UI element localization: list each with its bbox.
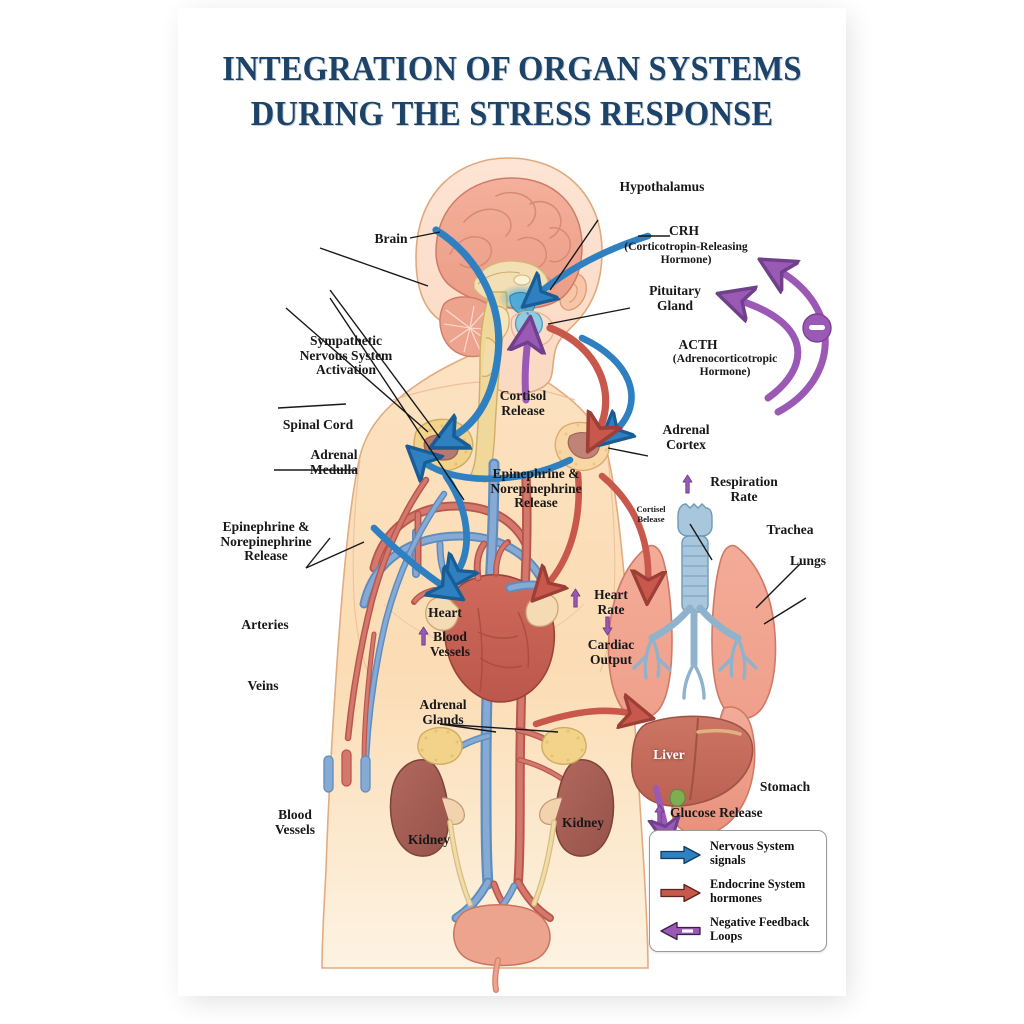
label-epinephrine-center: Epinephrine & Norepinephrine Release: [490, 466, 582, 510]
up-arrow-respiration-rate-icon: [682, 474, 693, 494]
arrow-crh-to-hypothalamus: [538, 232, 652, 294]
arrow-cortisol-to-liver: [532, 711, 634, 724]
label-spinal-cord: Spinal Cord: [282, 417, 354, 432]
label-crh-full: (Corticotropin-Releasing Hormone): [624, 240, 748, 266]
legend-item-feedback: Negative Feedback Loops: [660, 915, 820, 951]
legend: Nervous System signals Endocrine System …: [649, 830, 827, 952]
legend-item-endocrine: Endocrine System hormones: [660, 877, 820, 913]
up-arrow-heart-rate-icon: [570, 588, 581, 608]
title-line-1: INTEGRATION OF ORGAN SYSTEMS: [222, 49, 802, 88]
arrow-right-red-icon: [660, 883, 701, 903]
arrow-left-purple-icon: [660, 921, 701, 941]
label-blood-vessels-left: Blood Vessels: [274, 807, 315, 837]
arrow-vessels-to-heart: [370, 524, 446, 588]
legend-label-nervous: Nervous System signals: [710, 839, 795, 867]
label-adrenal-glands: Adrenal Glands: [419, 697, 467, 727]
label-trachea: Trachea: [766, 522, 814, 537]
label-hypothalamus: Hypothalamus: [619, 179, 705, 194]
kidneys-and-adrenals: [389, 727, 615, 907]
label-acth: ACTH: [678, 337, 718, 352]
lungs-and-trachea: [607, 503, 777, 720]
page-title: INTEGRATION OF ORGAN SYSTEMS DURING THE …: [201, 46, 822, 136]
arrow-adrenal-crossover: [422, 460, 574, 479]
arrow-cortisol-release-up: [525, 338, 528, 404]
label-crh: CRH: [669, 223, 699, 238]
anatomy-illustration: [274, 157, 832, 993]
title-line-2: DURING THE STRESS RESPONSE: [250, 94, 774, 133]
label-cardiac-output: Cardiac Output: [587, 637, 635, 667]
up-arrow-glucose-release-icon: [654, 804, 665, 824]
arrow-feedback-to-pituitary: [738, 300, 802, 402]
arrow-cortisol-to-heart: [546, 470, 582, 586]
label-stomach: Stomach: [759, 779, 811, 794]
label-blood-vessels-heart: Blood Vessels: [429, 629, 470, 659]
arm-vessels: [323, 476, 448, 793]
label-heart: Heart: [428, 605, 462, 620]
label-liver: Liver: [653, 747, 685, 762]
label-arteries: Arteries: [241, 617, 289, 632]
liver-and-stomach: [631, 706, 756, 836]
negative-feedback-badge: [802, 313, 832, 343]
label-brain: Brain: [374, 231, 408, 246]
arrow-right-blue-icon: [660, 845, 701, 865]
label-kidney-left: Kidney: [407, 832, 450, 847]
legend-label-feedback: Negative Feedback Loops: [710, 915, 810, 943]
up-arrow-blood-vessels-icon: [418, 626, 429, 646]
label-respiration-rate: Respiration Rate: [710, 474, 778, 504]
label-glucose-release: Glucose Release: [670, 805, 763, 820]
label-cortisol-release-small: Cortisel Belease: [636, 504, 666, 524]
label-cortisol-release: Cortisol Release: [499, 388, 547, 418]
leader-lines: [274, 219, 807, 733]
label-acth-full: (Adrenocorticotropic Hormone): [672, 352, 778, 378]
label-kidney-right: Kidney: [561, 815, 604, 830]
label-lungs: Lungs: [789, 553, 827, 568]
arrow-brain-to-adrenal-medulla: [436, 226, 503, 438]
arrow-feedback-to-hypothalamus: [778, 270, 829, 416]
label-veins: Veins: [247, 678, 279, 693]
arrow-acth-pituitary-to-cortex: [546, 324, 606, 432]
label-adrenal-medulla: Adrenal Medulla: [309, 447, 358, 477]
label-adrenal-cortex: Adrenal Cortex: [662, 422, 710, 452]
label-sympathetic-activation: Sympathetic Nervous System Activation: [299, 333, 393, 377]
arrow-cortisol-to-lungs: [598, 472, 648, 584]
poster: INTEGRATION OF ORGAN SYSTEMS DURING THE …: [178, 8, 846, 996]
legend-item-nervous: Nervous System signals: [660, 839, 820, 875]
label-epinephrine-left: Epinephrine & Norepinephrine Release: [220, 519, 312, 563]
label-pituitary-gland: Pituitary Gland: [649, 283, 701, 313]
bladder: [453, 904, 551, 993]
legend-label-endocrine: Endocrine System hormones: [710, 877, 806, 905]
arrow-nervous-right-adrenal: [578, 334, 632, 432]
down-arrow-cardiac-output-icon: [602, 616, 613, 636]
label-heart-rate: Heart Rate: [594, 587, 628, 617]
